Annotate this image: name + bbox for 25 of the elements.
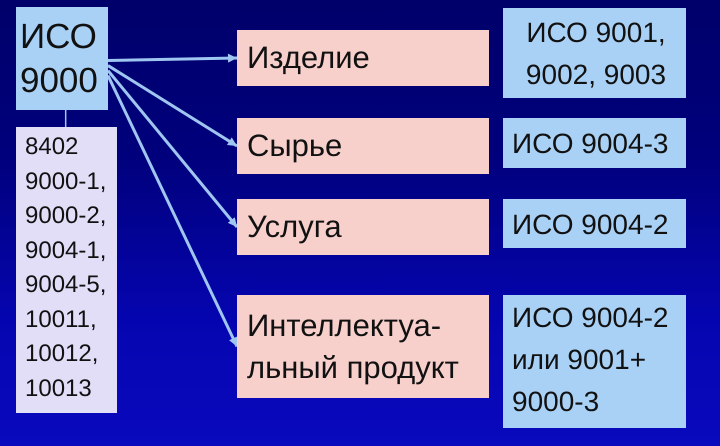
standard-reference-box <box>503 199 686 248</box>
category-box <box>237 30 489 86</box>
node-label: Изделие <box>247 39 371 77</box>
arrow <box>106 74 238 348</box>
node-label: Сырье <box>247 127 344 165</box>
node-label: ИСО 9004-3 <box>512 127 670 161</box>
category-box <box>237 295 489 398</box>
arrow <box>106 70 238 228</box>
node-label: Интеллектуа- льный продукт <box>247 306 460 386</box>
node-label: ИСО 9004-2 <box>512 208 670 242</box>
arrow <box>107 64 238 148</box>
standard-reference-box <box>503 295 686 428</box>
node-label: 8402 9000-1, 9000-2, 9004-1, 9004-5, 10011, 10012, 10013 <box>25 132 108 404</box>
standard-reference-box <box>503 118 686 168</box>
connector-line <box>64 110 66 127</box>
category-box <box>237 118 489 174</box>
node-label: ИСО 9004-2 или 9001+ 9000-3 <box>512 301 670 419</box>
arrow <box>108 54 238 63</box>
standards-list-box <box>16 127 117 413</box>
standard-reference-box <box>503 8 686 98</box>
node-label: Услуга <box>247 208 343 246</box>
node-label: ИСО 9001, 9002, 9003 <box>524 16 668 92</box>
category-box <box>237 199 489 255</box>
standard-box <box>16 7 108 110</box>
node-label: ИСО 9000 <box>20 16 99 102</box>
